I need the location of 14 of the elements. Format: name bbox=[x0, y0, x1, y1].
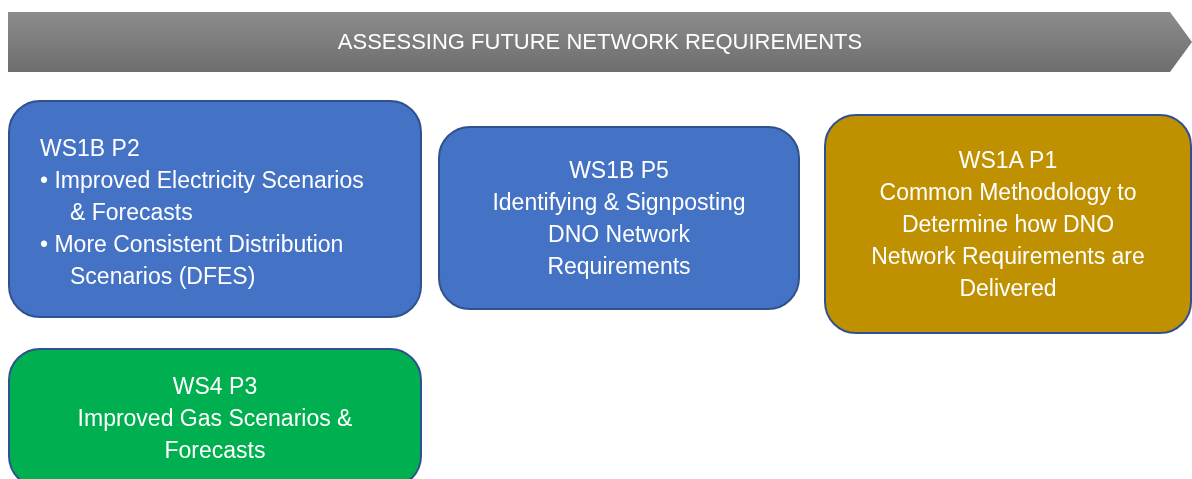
process-box bbox=[8, 100, 422, 318]
box-text: Common Methodology to Determine how DNO Network Requirements are Delivered bbox=[870, 178, 1146, 303]
process-box bbox=[8, 348, 422, 479]
process-box bbox=[824, 114, 1192, 334]
bullet-item: • More Consistent Distribution Scenarios (DFES) bbox=[40, 230, 345, 291]
box-heading: WS1A P1 bbox=[957, 146, 1059, 175]
box-heading: WS1B P5 bbox=[568, 156, 670, 185]
box-text: Improved Gas Scenarios & Forecasts bbox=[76, 404, 354, 465]
banner-title: ASSESSING FUTURE NETWORK REQUIREMENTS bbox=[336, 28, 864, 56]
box-heading: WS1B P2 bbox=[40, 134, 141, 163]
box-heading: WS4 P3 bbox=[171, 372, 259, 401]
box-text: Identifying & Signposting DNO Network Requirements bbox=[491, 188, 747, 281]
process-box bbox=[438, 126, 800, 310]
bullet-item: • Improved Electricity Scenarios & Forecasts bbox=[40, 166, 365, 227]
